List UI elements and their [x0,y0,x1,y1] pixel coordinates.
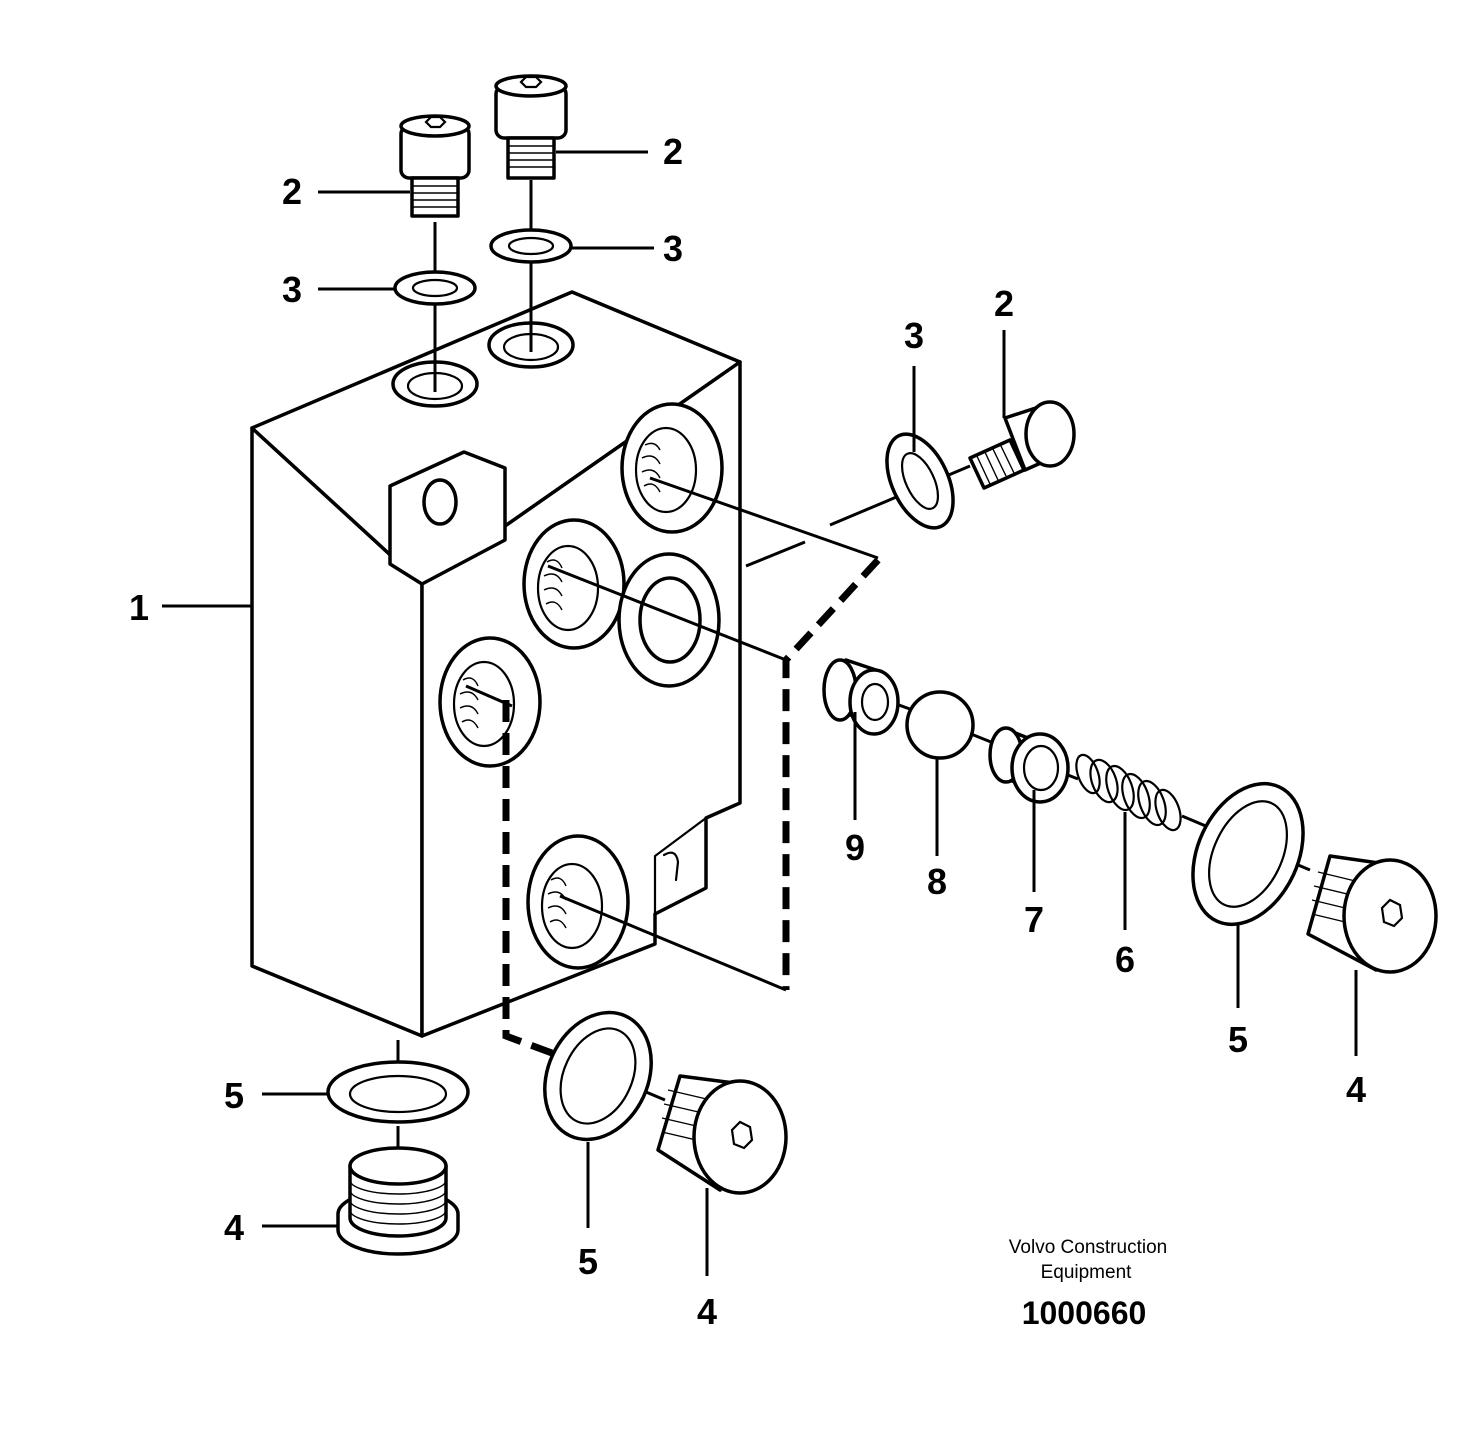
callout-3: 3 [904,315,924,356]
callout-3: 3 [663,228,683,269]
callout-3: 3 [282,269,302,310]
seal-ring-bottom [326,1060,470,1124]
washer-left-top [393,270,477,306]
seal-ring-right [1191,781,1305,927]
plug-bottom-center [656,1074,788,1195]
callout-leaders [162,150,1358,1276]
seat-part-9 [822,658,900,736]
port-upper-right [620,402,724,534]
drawing-number: 1000660 [1022,1295,1147,1331]
callout-8: 8 [927,861,947,902]
port-mid-right [617,552,721,688]
callout-2: 2 [994,283,1014,324]
credit-line-1: Volvo Construction [1009,1237,1167,1258]
callout-9: 9 [845,827,865,868]
bolt-right-side [968,400,1076,490]
callout-7: 7 [1024,899,1044,940]
callout-4: 4 [224,1207,244,1248]
callout-2: 2 [282,171,302,212]
credit-line-2: Equipment [1041,1262,1133,1283]
callout-4: 4 [1346,1069,1366,1110]
callout-labels: 1 2 2 2 3 3 3 4 4 4 5 5 5 6 7 8 9 [129,131,1366,1332]
ball-part-8 [905,690,975,760]
callout-2: 2 [663,131,683,172]
washer-right-top [489,228,573,264]
port-mid-left [522,518,626,650]
washer-right-side [885,432,955,530]
callout-5: 5 [578,1241,598,1282]
callout-5: 5 [224,1075,244,1116]
plug-bottom [336,1146,460,1256]
valve-block [250,290,742,1038]
bolt-right-top [494,74,568,180]
sleeve-part-7 [988,726,1070,804]
callout-1: 1 [129,587,149,628]
plug-right [1306,854,1438,974]
callout-5: 5 [1228,1019,1248,1060]
callout-4: 4 [697,1291,717,1332]
callout-6: 6 [1115,939,1135,980]
credit-block: Volvo Construction Equipment 1000660 [1009,1237,1167,1331]
spring-part-6 [1075,753,1182,832]
port-left [438,636,542,768]
bolt-left-top [399,114,471,218]
seal-ring-bottom-center [543,1010,653,1142]
